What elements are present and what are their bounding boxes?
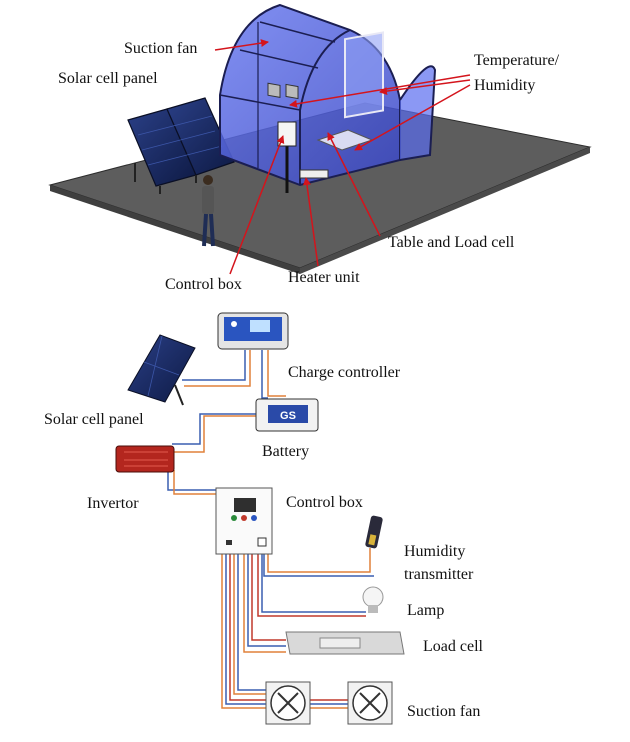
greenhouse-illustration — [48, 3, 592, 275]
battery-badge: GS — [280, 410, 296, 422]
label-suction-fan-bottom: Suction fan — [407, 703, 481, 720]
solar-panel-device — [127, 334, 196, 406]
label-transmitter-line2: transmitter — [404, 566, 474, 583]
load-cell-device — [285, 631, 405, 655]
label-control-box-top: Control box — [165, 276, 242, 293]
label-heater-unit: Heater unit — [288, 269, 360, 286]
control-box-device — [215, 487, 273, 555]
label-lamp: Lamp — [407, 602, 445, 619]
humidity-transmitter-device — [365, 515, 383, 549]
callout-arrows — [214, 39, 471, 275]
suction-fan-device-1 — [265, 681, 311, 725]
person-figure — [202, 175, 215, 247]
label-table-load-cell: Table and Load cell — [388, 234, 515, 251]
wiring-diagram: GS — [115, 312, 405, 725]
greenhouse-dome — [219, 3, 437, 193]
label-load-cell: Load cell — [423, 638, 483, 655]
label-invertor: Invertor — [87, 495, 139, 512]
battery-device: GS — [255, 398, 319, 432]
lamp-device — [362, 586, 384, 613]
label-temperature: Temperature/ — [474, 52, 560, 69]
label-suction-fan-top: Suction fan — [124, 40, 198, 57]
suction-fan-device-2 — [347, 681, 393, 725]
label-control-box-bottom: Control box — [286, 494, 363, 511]
label-battery: Battery — [262, 443, 310, 460]
invertor-device — [115, 445, 175, 473]
label-charge-controller: Charge controller — [288, 364, 401, 381]
label-humidity-line1: Humidity — [404, 543, 466, 560]
solar-panel-3d — [127, 97, 235, 194]
label-solar-cell-panel-bottom: Solar cell panel — [44, 411, 144, 428]
label-humidity: Humidity — [474, 77, 536, 94]
label-solar-cell-panel-top: Solar cell panel — [58, 70, 158, 87]
charge-controller-device — [217, 312, 289, 350]
